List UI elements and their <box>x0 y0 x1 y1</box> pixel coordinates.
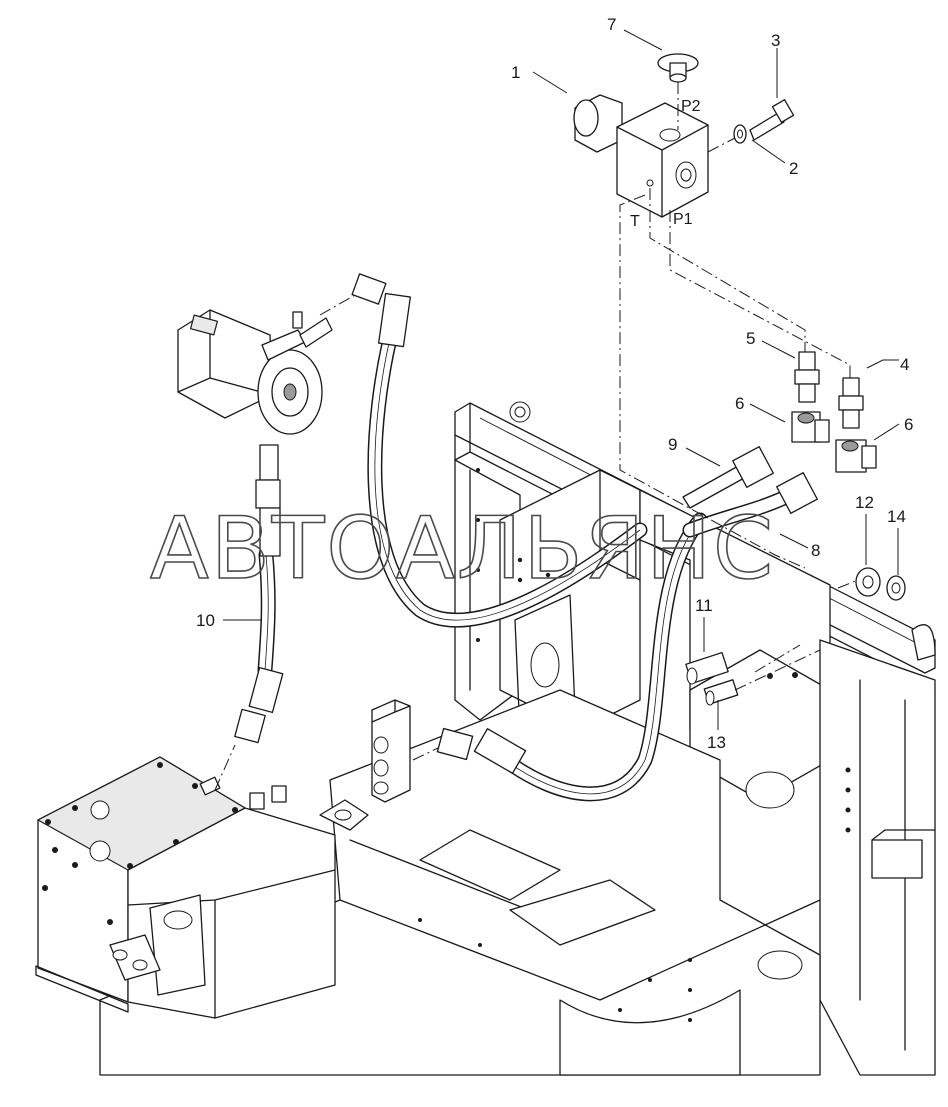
callout-3: 3 <box>771 31 780 50</box>
callout-12: 12 <box>855 493 874 512</box>
fitting-13 <box>703 679 739 706</box>
motor-pump-assembly <box>177 309 333 435</box>
hose-8 <box>682 472 818 538</box>
hose-pump-to-valve <box>351 273 648 628</box>
callout-13: 13 <box>707 733 726 752</box>
port-label-t: T <box>630 213 640 230</box>
callout-7: 7 <box>607 15 616 34</box>
callout-5: 5 <box>746 329 755 348</box>
leader-lines <box>223 29 900 730</box>
hose-return <box>436 512 708 802</box>
washer-14 <box>886 575 906 601</box>
callout-9: 9 <box>668 435 677 454</box>
callout-8: 8 <box>811 541 820 560</box>
flow-lines <box>214 82 859 791</box>
hose-9 <box>682 446 774 509</box>
washer-2 <box>733 124 747 144</box>
callout-6-left: 6 <box>735 394 744 413</box>
callout-2: 2 <box>789 159 798 178</box>
fitting-5 <box>794 351 820 403</box>
valve-block <box>573 94 709 218</box>
fitting-4 <box>838 377 864 429</box>
callout-10: 10 <box>196 611 215 630</box>
callout-14: 14 <box>887 507 906 526</box>
callout-6-right: 6 <box>904 415 913 434</box>
hose-10 <box>234 444 284 744</box>
frame-far-right <box>819 624 936 1076</box>
tee-6-right <box>835 439 877 473</box>
fitting-11 <box>685 651 729 685</box>
plug-7 <box>657 53 699 83</box>
port-label-p1: P1 <box>673 211 693 228</box>
tee-6-left <box>791 411 830 443</box>
tank-extension-box <box>109 785 369 1019</box>
watermark-text: АВТОАЛЬЯНС <box>150 499 775 599</box>
callout-11: 11 <box>695 596 713 615</box>
distribution-block <box>371 699 411 803</box>
bolt-3 <box>749 99 795 141</box>
port-label-p2: P2 <box>681 98 701 115</box>
nut-12 <box>855 567 881 597</box>
callout-1: 1 <box>511 63 520 82</box>
callout-4: 4 <box>900 355 909 374</box>
